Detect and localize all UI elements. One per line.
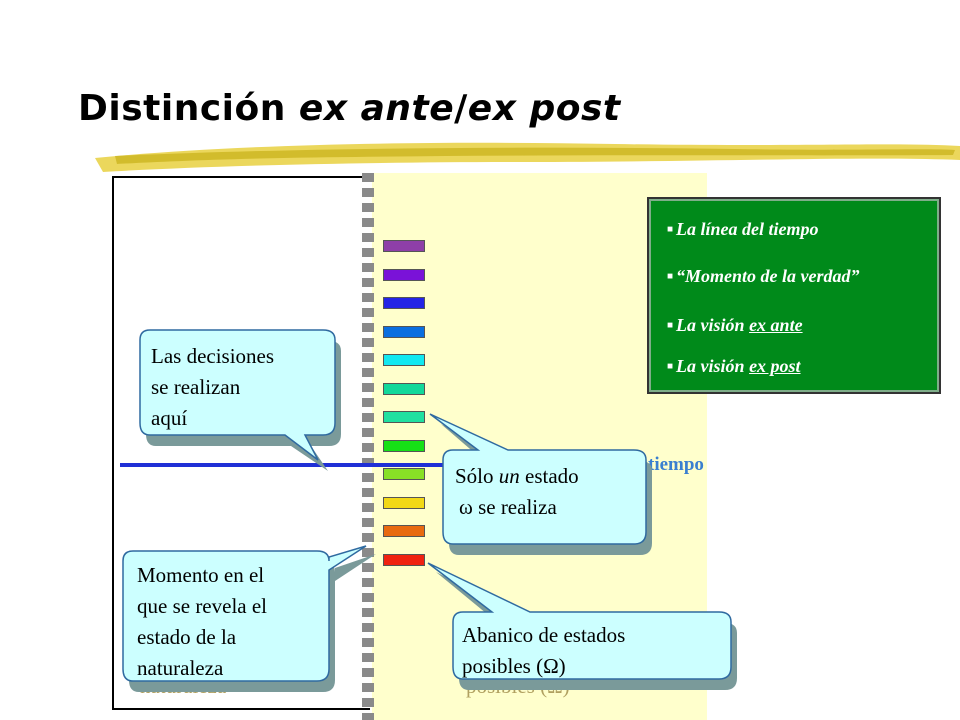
callout-abanico [427,562,732,680]
slide-title: Distinción ex ante/ex post [78,88,621,129]
callout-estado [429,413,647,545]
state-swatch [383,496,425,509]
callout-estado-text: Sólo un estado ω se realiza [455,464,579,519]
timeline-label: tiempo [648,454,704,475]
state-swatch [383,553,425,566]
summary-item-ex-post: ■La visión ex post [667,356,801,376]
callout-decisiones [139,329,336,461]
title-underline-brush [95,142,960,172]
callout-abanico-text: Abanico de estados posibles (Ω) [462,623,626,678]
state-swatch [383,411,425,423]
moment-of-truth-line [362,173,374,720]
state-swatch [383,354,425,366]
state-swatch [383,297,425,309]
state-swatch [383,468,425,480]
callout-decisiones-text: Las decisiones se realizan aquí [151,344,275,430]
state-swatch [383,525,425,537]
summary-item-ex-ante: ■La visión ex ante [667,315,803,335]
state-swatch [383,325,425,338]
state-swatch [383,439,425,452]
timeline-arrow [120,463,640,467]
summary-box: ■La línea del tiempo ■“Momento de la ver… [647,197,941,394]
state-swatch [383,268,425,281]
callout-momento [122,545,367,682]
state-swatch [383,240,425,252]
summary-item-moment: ■“Momento de la verdad” [667,266,860,286]
callout-momento-text: Momento en el que se revela el estado de… [137,563,268,680]
summary-item-timeline: ■La línea del tiempo [667,219,819,239]
state-swatch [383,382,425,395]
